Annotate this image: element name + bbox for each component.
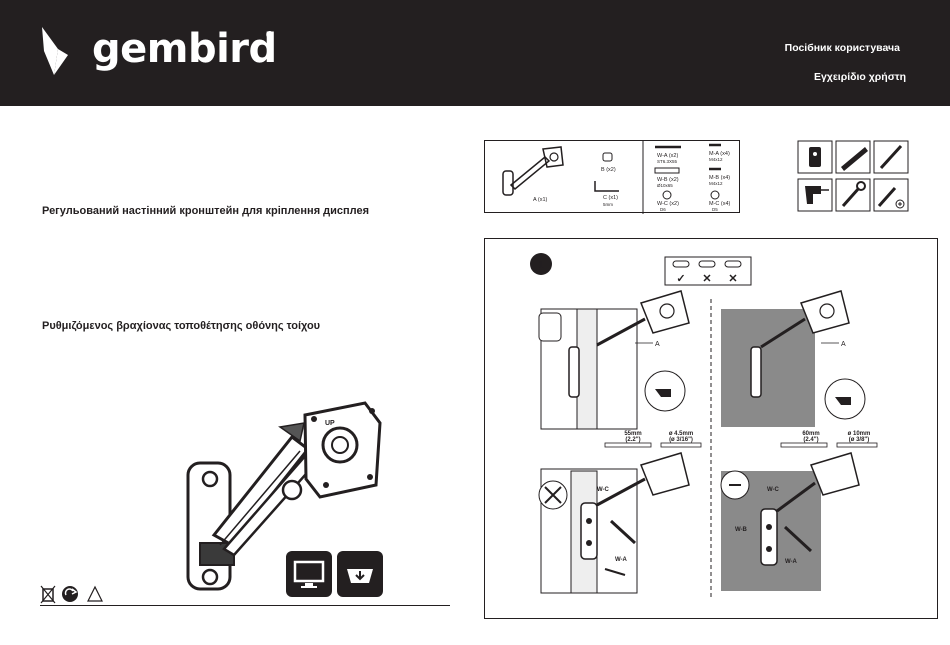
part-wa-label: W-A (x2) — [657, 153, 678, 159]
wood-drill-bit-inches: (ø 3/16") — [669, 437, 693, 443]
wood-drill-depth-inches: (2.2") — [625, 437, 640, 443]
required-tools-grid — [797, 140, 909, 212]
wrong-mark-1: ✕ — [702, 273, 711, 285]
phillips-screwdriver-icon — [877, 187, 905, 209]
wood-wall-fixing-panel — [538, 452, 690, 594]
concrete-wall-drilling-panel — [721, 290, 866, 427]
part-wa-size: ST6.3X55 — [657, 159, 678, 164]
wrench-icon — [841, 181, 866, 207]
parts-list-drawing: A (x1) B (x2) C (x1) 5mm W-A (x2) ST6.3X… — [502, 141, 731, 214]
step-number: 1 — [538, 260, 544, 271]
concrete-wall-fixing-panel — [720, 452, 860, 591]
up-label: UP — [325, 420, 335, 427]
part-mb-size: M4x12 — [709, 181, 723, 186]
part-b-cap-icon — [602, 152, 613, 162]
stud-finder-icon — [809, 147, 821, 167]
correct-mark: ✓ — [676, 273, 685, 285]
part-wb-size: Ø10x65 — [657, 183, 673, 188]
download-tray-icon — [347, 569, 373, 583]
washer-mc-icon — [710, 190, 720, 200]
gembird-logo-icon — [42, 27, 68, 75]
footer-divider — [40, 605, 450, 606]
part-ma-label: M-A (x4) — [709, 151, 730, 157]
part-a-label: A (x1) — [533, 197, 548, 203]
subtitle-ukrainian: Посібник користувача — [784, 42, 900, 54]
concrete-drill-bit: ø 10mm — [848, 431, 871, 437]
monitor-tile — [286, 551, 332, 597]
brand-name: gembird — [92, 26, 277, 72]
wood-label-wa: W-A — [615, 557, 628, 563]
part-b-label: B (x2) — [601, 167, 616, 173]
part-c-size: 5mm — [603, 202, 613, 207]
part-c-label: C (x1) — [603, 195, 618, 201]
recycle-icon — [62, 586, 78, 602]
concrete-drill-depth: 60mm — [802, 431, 819, 437]
level-icon — [841, 147, 868, 171]
pencil-icon — [879, 144, 903, 170]
part-a-arm-icon — [502, 146, 564, 196]
monitor-icon — [293, 560, 325, 588]
part-wc-label: W-C (x2) — [657, 201, 679, 207]
wood-label-wc: W-C — [597, 487, 610, 493]
part-mc-size: D5 — [712, 207, 718, 212]
wood-drill-depth: 55mm — [624, 431, 641, 437]
wrong-mark-2: ✕ — [728, 273, 737, 285]
install-tile — [337, 551, 383, 597]
concrete-drill-depth-inches: (2.4") — [803, 437, 818, 443]
installation-step-panel: 1 ✓ ✕ ✕ A 55mm (2.2") ø 4.5mm (ø 3/16") — [484, 238, 938, 619]
product-title-ukrainian: Регульований настінний кронштейн для крі… — [42, 205, 370, 217]
footer-compliance-icons — [40, 585, 103, 604]
concrete-label-a: A — [841, 341, 846, 348]
registered-mark: ® — [266, 30, 274, 41]
wall-mount-arm-illustration: UP — [186, 401, 382, 591]
wood-label-a: A — [655, 341, 660, 348]
part-wb-label: W-B (x2) — [657, 177, 679, 183]
wood-wall-drilling-panel — [538, 290, 690, 430]
concrete-label-wb: W-B — [735, 527, 748, 533]
part-wc-size: D6 — [660, 207, 666, 212]
concrete-label-wa: W-A — [785, 559, 798, 565]
drill-icon — [805, 186, 829, 204]
part-c-allen-key-icon — [594, 181, 619, 192]
hole-orientation-legend — [664, 256, 752, 286]
part-ma-size: M4x12 — [709, 157, 723, 162]
product-title-greek: Ρυθμιζόμενος βραχίονας τοποθέτησης οθόνη… — [42, 320, 321, 332]
step-number-badge — [530, 253, 552, 275]
part-mc-label: M-C (x4) — [709, 201, 731, 207]
header-bar: gembird ® Посібник користувача Εγχειρίδι… — [0, 0, 950, 106]
warning-triangle-icon — [87, 585, 103, 602]
concrete-label-wc: W-C — [767, 487, 780, 493]
part-mb-label: M-B (x4) — [709, 175, 730, 181]
wood-drill-bit: ø 4.5mm — [669, 431, 693, 437]
installation-step-drawing: 1 ✓ ✕ ✕ A 55mm (2.2") ø 4.5mm (ø 3/16") — [530, 253, 878, 599]
subtitle-greek: Εγχειρίδιο χρήστη — [813, 71, 906, 83]
washer-wc-icon — [662, 190, 672, 200]
weee-bin-icon — [40, 585, 56, 604]
parts-list-panel: A (x1) B (x2) C (x1) 5mm W-A (x2) ST6.3X… — [484, 140, 740, 214]
anchor-wb-icon — [654, 167, 680, 174]
stud-finder-inset — [538, 312, 562, 342]
concrete-drill-bit-inches: (ø 3/8") — [849, 437, 870, 443]
